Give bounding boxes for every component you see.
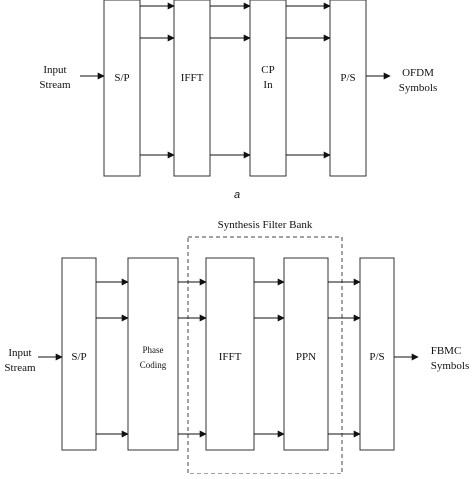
- b-sp-label: S/P: [71, 351, 86, 363]
- b-phase-coding-label-line1: Phase: [143, 345, 164, 355]
- b-ppn-block: [283, 257, 329, 451]
- a-sp-label: S/P: [114, 72, 129, 84]
- a-cp-label-line1: CP: [261, 64, 274, 76]
- a-input-label-line2: Stream: [39, 79, 71, 91]
- a-input-label-line1: Input: [43, 64, 66, 76]
- b-input-label-line1: Input: [8, 347, 31, 359]
- b-ifft-block: [205, 257, 255, 451]
- a-output-label-line1: OFDM: [402, 67, 434, 79]
- a-ps-block: [329, 0, 367, 177]
- diagram-b-fbmc: Synthesis Filter Bank S/P Phase Coding I…: [4, 219, 470, 475]
- b-ppn-label: PPN: [296, 351, 316, 363]
- b-input-label-line2: Stream: [4, 362, 36, 374]
- b-output-label-line1: FBMC: [431, 345, 462, 357]
- b-phase-coding-label-line2: Coding: [140, 360, 167, 370]
- a-caption: a: [234, 189, 240, 201]
- a-sp-block: [103, 0, 141, 177]
- diagram-a-ofdm: S/P IFFT CP In P/S Input Stream OFDM Sym…: [39, 0, 437, 201]
- a-ifft-label: IFFT: [181, 72, 204, 84]
- b-phase-coding-block: [127, 257, 179, 451]
- b-group-label: Synthesis Filter Bank: [218, 219, 313, 231]
- b-ifft-label: IFFT: [219, 351, 242, 363]
- b-synthesis-filter-bank-group: [187, 236, 343, 475]
- a-ps-label: P/S: [340, 72, 355, 84]
- a-cp-label-line2: In: [263, 79, 273, 91]
- b-ps-block: [359, 257, 395, 451]
- b-output-label-line2: Symbols: [431, 360, 470, 372]
- a-cp-block: [249, 0, 287, 177]
- a-output-label-line2: Symbols: [399, 82, 438, 94]
- a-ifft-block: [173, 0, 211, 177]
- b-ps-label: P/S: [369, 351, 384, 363]
